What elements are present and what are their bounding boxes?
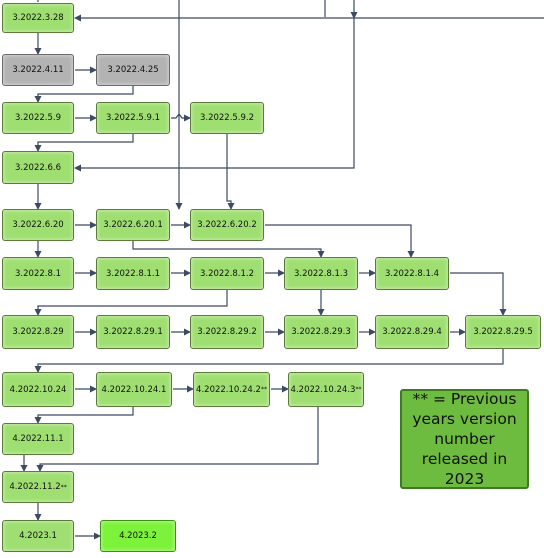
version-node-n27: 4.2022.11.2** (2, 471, 74, 503)
node-label: 3.2022.5.9.2 (199, 113, 255, 123)
version-node-n6: 3.2022.5.9.2 (190, 102, 264, 134)
version-node-n26: 4.2022.11.1 (2, 423, 74, 455)
version-node-n5: 3.2022.5.9.1 (96, 102, 170, 134)
connector-36 (34, 407, 134, 424)
version-node-n4: 3.2022.5.9 (2, 102, 74, 134)
version-node-n13: 3.2022.8.1.2 (190, 257, 264, 290)
version-node-n25: 4.2022.10.24.3** (288, 372, 364, 407)
connector-24 (450, 272, 507, 316)
node-label: 4.2022.11.1 (12, 434, 64, 444)
version-node-n29: 4.2023.2 (100, 520, 176, 552)
connector-18 (132, 241, 325, 258)
node-label: 3.2022.8.1.1 (105, 268, 161, 279)
node-label: 3.2022.8.29.1 (103, 327, 163, 337)
version-node-n8: 3.2022.6.20 (2, 209, 74, 241)
version-node-n11: 3.2022.8.1 (2, 257, 74, 290)
connector-17 (265, 224, 415, 258)
node-label: 3.2022.4.11 (12, 65, 64, 75)
connector-32 (34, 349, 504, 373)
node-label: 4.2022.10.24 (9, 384, 67, 395)
version-node-n16: 3.2022.8.29 (2, 315, 74, 349)
version-node-n24: 4.2022.10.24.2** (193, 372, 270, 407)
version-node-n19: 3.2022.8.29.3 (284, 315, 358, 349)
connector-25 (34, 290, 228, 316)
version-node-n12: 3.2022.8.1.1 (96, 257, 170, 290)
node-label: 3.2022.5.9.1 (105, 113, 161, 123)
node-mark: ** (355, 386, 362, 393)
node-label: 4.2022.11.2 (9, 482, 61, 492)
node-mark: ** (60, 483, 67, 491)
version-node-n21: 3.2022.8.29.5 (465, 315, 541, 349)
node-label: 3.2022.6.20.1 (103, 220, 163, 230)
version-node-n17: 3.2022.8.29.1 (96, 315, 170, 349)
version-node-n2: 3.2022.4.11 (2, 54, 74, 86)
node-label: 3.2022.8.29.2 (197, 327, 257, 337)
node-label: 3.2022.8.29.3 (291, 327, 351, 337)
version-node-n9: 3.2022.6.20.1 (96, 209, 170, 241)
version-node-n28: 4.2023.1 (2, 520, 74, 552)
node-label: 4.2023.1 (19, 531, 57, 541)
node-label: 3.2022.5.9 (15, 113, 61, 123)
version-node-n18: 3.2022.8.29.2 (190, 315, 264, 349)
connector-14 (226, 134, 235, 210)
node-label: 3.2022.8.29.5 (473, 327, 533, 337)
version-node-n7: 3.2022.6.6 (2, 151, 74, 184)
version-node-n20: 3.2022.8.29.4 (375, 315, 449, 349)
node-label: 3.2022.8.1.2 (199, 268, 255, 279)
connector-8 (34, 86, 134, 103)
node-label: 3.2022.3.28 (12, 13, 64, 23)
legend-note-text: ** = Previous years version number relea… (412, 390, 517, 488)
node-label: 3.2022.8.1 (15, 268, 61, 279)
version-node-n3: 3.2022.4.25 (96, 54, 170, 86)
connector-11 (34, 134, 134, 152)
version-node-n23: 4.2022.10.24.1 (96, 372, 172, 407)
node-label: 3.2022.8.1.4 (384, 268, 440, 279)
legend-note: ** = Previous years version number relea… (400, 389, 529, 489)
node-label: 3.2022.8.29.4 (382, 327, 442, 337)
node-label: 4.2023.2 (119, 531, 157, 541)
connector-37 (36, 407, 319, 472)
node-label: 4.2022.10.24.2 (196, 384, 261, 395)
connector-10 (171, 113, 191, 122)
node-label: 4.2022.10.24.1 (101, 384, 167, 395)
connector-12 (74, 18, 355, 172)
node-label: 4.2022.10.24.3 (290, 384, 356, 395)
node-label: 3.2022.8.1.3 (293, 268, 349, 279)
node-mark: ** (260, 386, 267, 393)
version-node-n1: 3.2022.3.28 (2, 3, 74, 33)
version-node-n22: 4.2022.10.24 (2, 372, 74, 407)
node-label: 3.2022.6.6 (15, 162, 61, 173)
version-node-n10: 3.2022.6.20.2 (190, 209, 264, 241)
version-node-n15: 3.2022.8.1.4 (375, 257, 449, 290)
node-label: 3.2022.8.29 (12, 327, 64, 337)
version-node-n14: 3.2022.8.1.3 (284, 257, 358, 290)
node-label: 3.2022.4.25 (107, 65, 159, 75)
node-label: 3.2022.6.20 (12, 220, 64, 230)
node-label: 3.2022.6.20.2 (197, 220, 257, 230)
